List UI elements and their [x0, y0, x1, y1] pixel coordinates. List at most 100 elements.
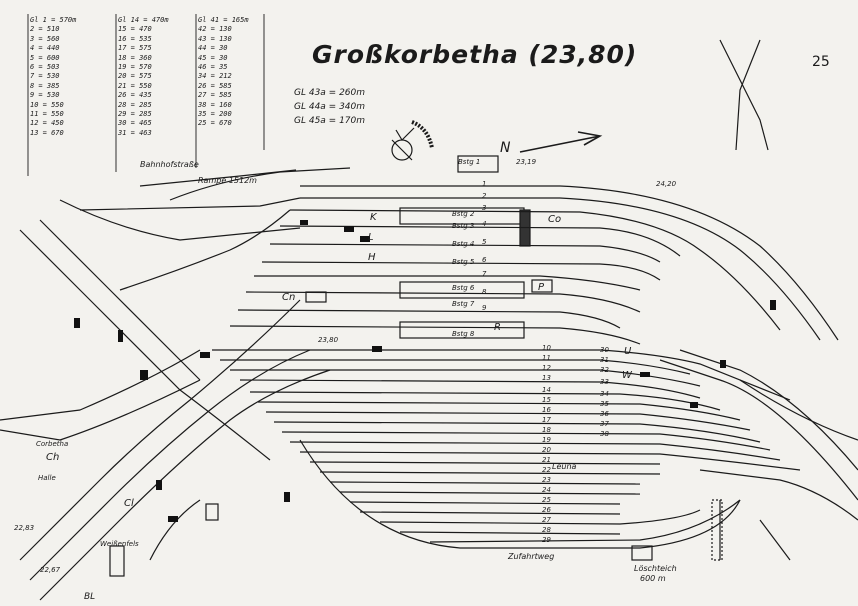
signal-label: R	[494, 322, 501, 333]
building-label: Bstg 5	[452, 258, 475, 266]
gl-note: GL 45a = 170m	[294, 116, 366, 126]
building-label: Bstg 6	[452, 284, 475, 292]
signal-label: Cl	[124, 498, 134, 509]
building-label: Bstg 7	[452, 300, 475, 308]
legend-entry: 28 = 285	[118, 100, 152, 109]
legend-entry: 7 = 530	[30, 72, 60, 81]
track-number: 32	[600, 366, 609, 374]
building-label: Bstg 2	[452, 210, 475, 218]
legend-entry: 31 = 463	[118, 128, 152, 137]
track-number: 21	[542, 456, 551, 464]
legend-entry: 44 = 30	[198, 44, 228, 53]
page-number: 25	[812, 54, 830, 70]
legend-entry: 13 = 670	[30, 128, 64, 137]
gl-note: GL 43a = 260m	[294, 88, 366, 98]
legend-entry: 45 = 30	[198, 53, 228, 62]
km-label: 22,83	[14, 524, 35, 532]
track-number: 30	[600, 346, 609, 354]
legend-entry: Gl 41 = 165m	[198, 16, 249, 24]
legend-entry: 17 = 575	[118, 44, 152, 53]
building-label: Bstg 3	[452, 222, 475, 230]
track-number: 7	[482, 270, 487, 278]
legend-entry: 26 = 435	[118, 91, 152, 100]
track-number: 33	[600, 378, 609, 386]
weissenfels-label: Weißenfels	[100, 540, 139, 548]
signal-label: Cn	[282, 292, 296, 303]
track-number: 18	[542, 426, 551, 434]
track-number: 12	[542, 364, 551, 372]
track-number: 16	[542, 406, 551, 414]
track-number: 17	[542, 416, 551, 424]
track-number: 19	[542, 436, 551, 444]
street-bahnhofstrasse: Bahnhofstraße	[140, 160, 199, 169]
track-number: 37	[600, 420, 609, 428]
legend-entry: 9 = 530	[30, 91, 60, 100]
legend-entry: Gl 1 = 570m	[30, 16, 77, 24]
track-number: 20	[542, 446, 551, 454]
legend-entry: Gl 14 = 470m	[118, 16, 169, 24]
legend-entry: 10 = 550	[30, 100, 64, 109]
signal-label: Co	[548, 214, 562, 225]
legend-entry: 29 = 285	[118, 110, 152, 119]
legend-entry: 42 = 130	[198, 25, 232, 34]
legend-entry: 26 = 585	[198, 81, 232, 90]
corbetha-label: Corbetha	[36, 440, 69, 448]
halle-label: Halle	[38, 474, 56, 482]
legend-entry: 19 = 570	[118, 63, 152, 72]
legend-entry: 16 = 535	[118, 34, 152, 43]
km-label: 22,67	[40, 566, 61, 574]
signal-label: U	[624, 346, 632, 357]
north-label: N	[500, 140, 511, 156]
signal-label: H	[368, 252, 376, 263]
legend-entry: 21 = 550	[118, 81, 152, 90]
loeschteich-label: Löschteich	[634, 564, 677, 573]
legend-entry: 20 = 575	[118, 72, 152, 81]
legend-entry: 30 = 465	[118, 119, 152, 128]
gl-note: GL 44a = 340m	[294, 102, 366, 112]
track-length-legend-col-3: Gl 41 = 165m 42 = 130 43 = 130 44 = 30 4…	[198, 16, 249, 129]
legend-entry: 2 = 510	[30, 25, 60, 34]
track-number: 23	[542, 476, 551, 484]
track-number: 15	[542, 396, 551, 404]
building-label: Bstg 4	[452, 240, 475, 248]
gl-extra-lengths: GL 43a = 260m GL 44a = 340m GL 45a = 170…	[294, 86, 365, 128]
km-label: 24,20	[656, 180, 677, 188]
track-number: 8	[482, 288, 487, 296]
signal-label: W	[622, 370, 632, 381]
street-zufahrtweg: Zufahrtweg	[508, 552, 555, 561]
km-label: 23,19	[516, 158, 537, 166]
building-label: Bstg 1	[458, 158, 481, 166]
track-length-legend-col-1: Gl 1 = 570m 2 = 510 3 = 560 4 = 440 5 = …	[30, 16, 76, 138]
leuna-label: Leuna	[552, 462, 577, 471]
building-label: Bstg 8	[452, 330, 475, 338]
legend-entry: 27 = 585	[198, 91, 232, 100]
track-number: 27	[542, 516, 551, 524]
legend-entry: 15 = 470	[118, 25, 152, 34]
legend-entry: 12 = 450	[30, 119, 64, 128]
km-label: 23,80	[318, 336, 339, 344]
track-number: 31	[600, 356, 609, 364]
track-number: 2	[482, 192, 487, 200]
legend-entry: 11 = 550	[30, 110, 64, 119]
signal-label: Ch	[46, 452, 60, 463]
track-number: 1	[482, 180, 487, 188]
track-number: 29	[542, 536, 551, 544]
signal-label: P	[538, 282, 545, 293]
track-number: 25	[542, 496, 551, 504]
track-length-legend-col-2: Gl 14 = 470m 15 = 470 16 = 535 17 = 575 …	[118, 16, 169, 138]
track-number: 34	[600, 390, 609, 398]
legend-entry: 25 = 670	[198, 119, 232, 128]
track-number: 13	[542, 374, 551, 382]
legend-entry: 46 = 35	[198, 63, 228, 72]
legend-entry: 38 = 160	[198, 100, 232, 109]
legend-entry: 4 = 440	[30, 44, 60, 53]
track-number: 36	[600, 410, 609, 418]
signal-label: BL	[84, 592, 96, 602]
legend-entry: 8 = 385	[30, 81, 60, 90]
legend-entry: 6 = 503	[30, 63, 60, 72]
diagram-title: Großkorbetha (23,80)	[312, 40, 638, 69]
track-number: 14	[542, 386, 551, 394]
track-number: 10	[542, 344, 551, 352]
